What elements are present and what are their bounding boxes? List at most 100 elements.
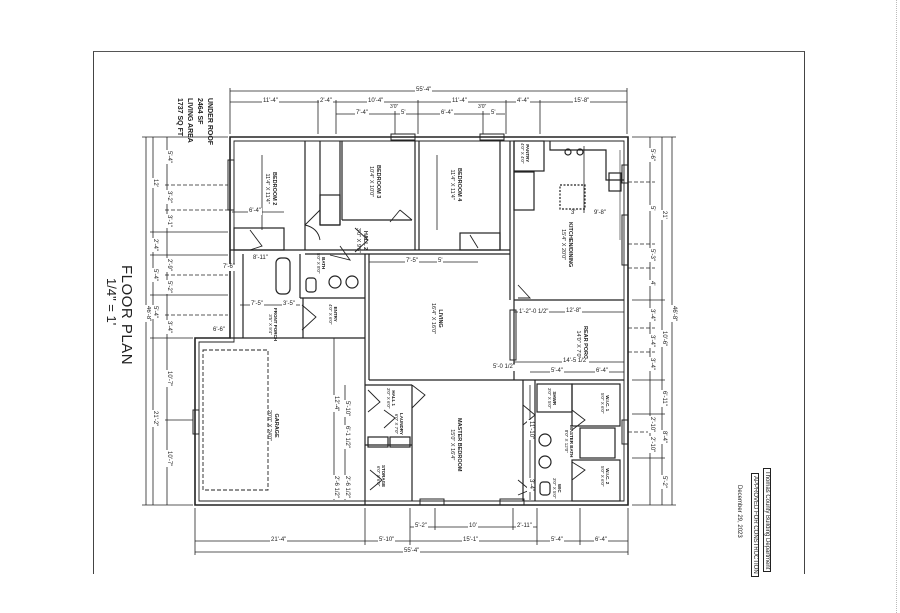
dim-top-seg-1: 11'-4"	[262, 98, 279, 105]
dim-right-sub-1: 5'-6"	[648, 148, 655, 162]
dim-int-living-a: 7'-5"	[405, 258, 419, 265]
dim-left-seg-3: 5'-4"	[151, 268, 158, 282]
dim-top-win-4: 5'	[490, 110, 497, 117]
dim-bottom-win-2: 10'	[468, 523, 478, 530]
dim-int-master-closet: 3'-4"	[527, 478, 534, 492]
dim-int-door-offset: 1'-2"-0 1/2"	[518, 309, 550, 316]
dim-int-storage-a: 2'-6 1/2"	[332, 475, 339, 499]
dim-bottom-seg-1: 21'-4"	[270, 537, 288, 544]
dim-int-island-a: 3'	[570, 210, 577, 217]
dim-top-overall: 55'-4"	[415, 87, 433, 94]
dim-int-living-b: 5'	[437, 258, 444, 265]
dim-right-seg-1: 21'	[660, 210, 667, 220]
windows	[192, 133, 629, 506]
dim-left-sub-4: 2'-9"	[165, 258, 172, 272]
dim-int-bed2-closet: 6'-4"	[248, 208, 262, 215]
dim-int-rear-b: 6'-4"	[595, 368, 609, 375]
dim-int-master-depth: 11'-10"	[527, 420, 534, 441]
dim-top-seg-4: 11'-4"	[451, 98, 468, 105]
living-area-value: 1737 SQ FT	[176, 98, 183, 137]
dim-left-sub-5: 5'-2"	[165, 280, 172, 294]
window-tag-top-2: 3'0"	[477, 104, 488, 111]
scan-edge	[896, 0, 898, 613]
dim-bottom-win-1: 5'-2"	[414, 523, 428, 530]
dim-bottom-seg-5: 6'-4"	[594, 537, 608, 544]
dim-top-seg-2: 2'-4"	[319, 98, 333, 105]
dim-int-garage-offset: 6'-6"	[212, 327, 226, 334]
dim-top-win-3: 6'-4"	[440, 110, 454, 117]
dim-left-sub-8: 10'-7"	[165, 450, 172, 468]
dim-int-rear-porch-depth: 14'-5 1/2"	[562, 358, 590, 365]
dim-left-seg-2: 2'-4"	[151, 238, 158, 252]
dim-top-win-1: 7'-4"	[355, 110, 369, 117]
dim-right-sub-4: 4'	[648, 280, 655, 287]
dim-right-sub-6: 3'-4"	[648, 334, 655, 348]
approval-stamp-dept: Thomas County Building Department	[763, 468, 771, 573]
dim-left-sub-2: 3'-2"	[165, 190, 172, 204]
dim-int-porch-offset: 7'-6"	[222, 264, 236, 271]
dim-right-sub-9: 2'-10"	[648, 436, 655, 454]
dim-left-seg-1: 12'	[151, 178, 158, 188]
dim-right-sub-3: 5'-3"	[648, 248, 655, 262]
dim-left-sub-1: 5'-4"	[165, 150, 172, 164]
dim-bottom-win-3: 2'-11"	[516, 523, 533, 530]
dim-top-seg-6: 15'-8"	[573, 98, 591, 105]
dim-int-porch-b: 3'-5"	[282, 301, 296, 308]
dim-bottom-seg-2: 5'-10"	[378, 537, 396, 544]
dim-int-living-corner: 5'-0 1/2"	[492, 364, 516, 371]
dim-right-overall: 46'-8"	[670, 305, 677, 323]
dim-right-sub-2: 5'	[648, 205, 655, 212]
dim-bottom-overall: 55'-4"	[403, 548, 421, 555]
dim-int-laundry-b: 6'-1 1/2"	[343, 425, 350, 449]
dim-left-overall: 46'-8"	[144, 305, 151, 323]
approval-stamp-status: APPROVED FOR CONSTRUCTION	[751, 473, 759, 577]
dim-int-island-b: 9'-8"	[593, 210, 607, 217]
drawing-scale: 1/4" = 1'	[104, 278, 119, 326]
window-tag-top-1: 3'0"	[389, 104, 400, 111]
dim-right-seg-3: 6'-11"	[660, 390, 667, 407]
approval-stamp-date: December 29, 2023	[736, 485, 742, 538]
drawing-sheet-border	[93, 51, 805, 574]
dim-int-tub: 8'-11"	[252, 255, 269, 262]
dim-bottom-seg-3: 15'-1"	[462, 537, 480, 544]
door-swings	[249, 209, 586, 496]
dim-right-seg-5: 5'-2"	[660, 475, 667, 489]
dim-right-sub-8: 2'-10"	[648, 416, 655, 434]
dim-top-seg-3: 10'-4"	[367, 98, 385, 105]
dim-left-sub-3: 3'-1"	[165, 214, 172, 228]
dim-int-porch-a: 7'-5"	[250, 301, 264, 308]
dim-left-seg-5: 21'-2"	[151, 410, 158, 428]
dim-top-win-2: 5'	[400, 110, 407, 117]
dim-left-seg-4: 5'-4"	[151, 305, 158, 319]
under-roof-label: UNDER ROOF	[206, 98, 213, 146]
interior-walls	[202, 140, 624, 505]
dim-top-seg-5: 4'-4"	[516, 98, 530, 105]
dim-int-rear-a: 5'-4"	[550, 368, 564, 375]
dim-right-seg-4: 8'-4"	[660, 430, 667, 444]
dim-int-rear-porch-width: 12'-8"	[565, 308, 583, 315]
dim-bottom-seg-4: 5'-4"	[550, 537, 564, 544]
drawing-title: FLOOR PLAN	[118, 265, 135, 366]
dim-left-sub-6: 3'-4"	[165, 320, 172, 334]
dim-int-laundry-a: 5'-10"	[343, 400, 350, 418]
under-roof-value: 2464 SF	[196, 98, 203, 125]
